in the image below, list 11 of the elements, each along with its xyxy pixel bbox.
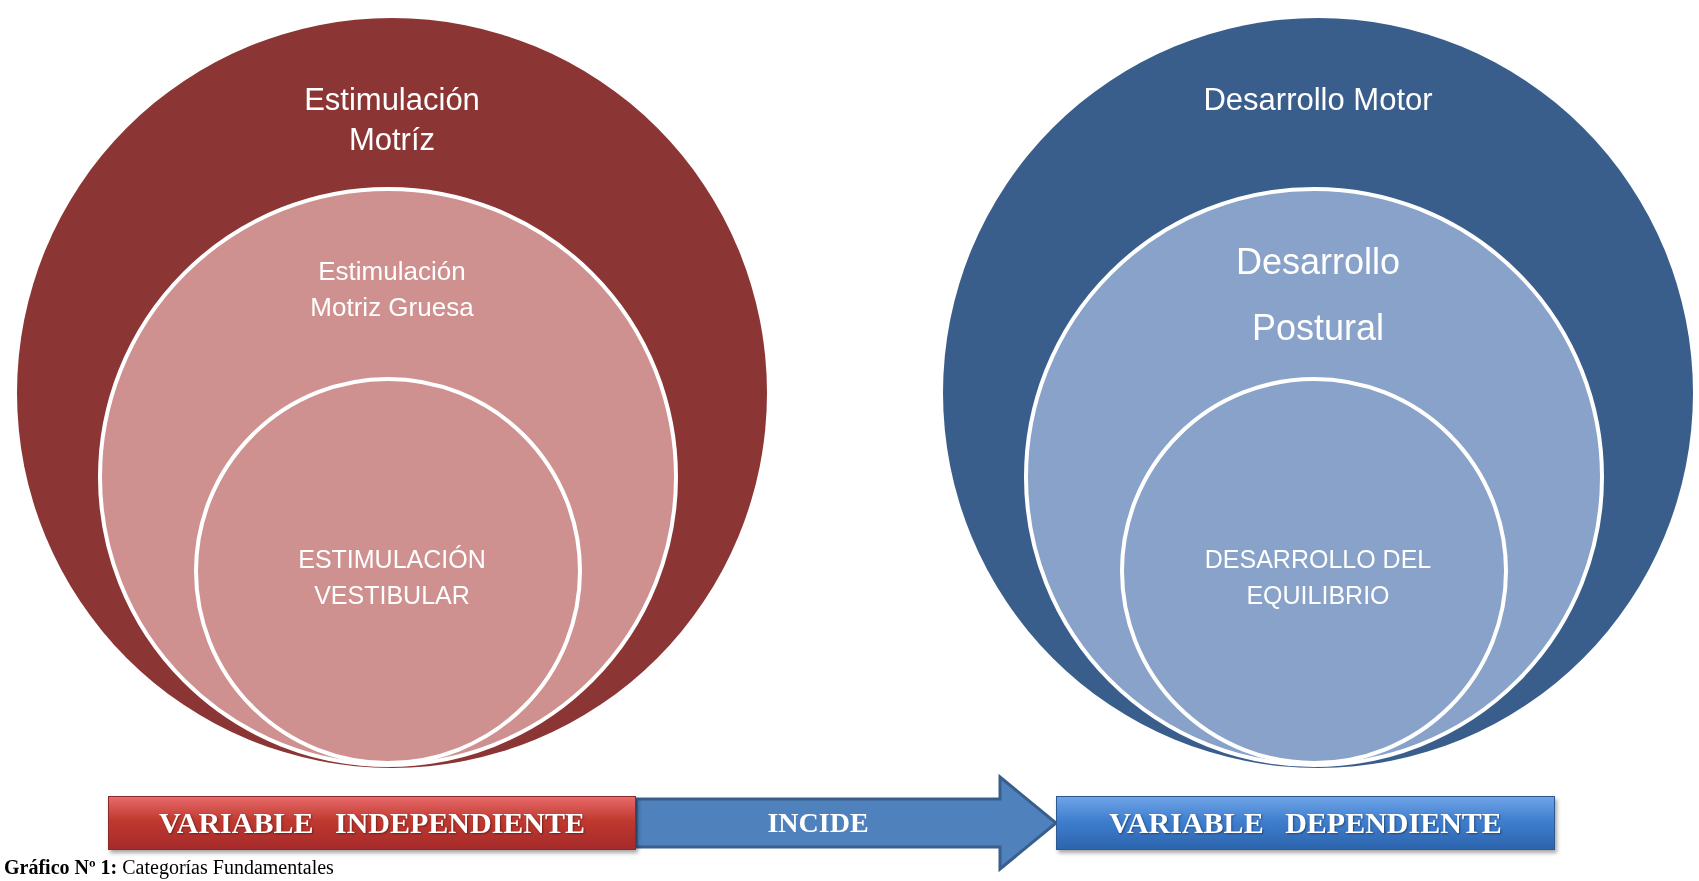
circle-label: Estimulación Motriz Gruesa (309, 255, 475, 324)
block-arrow (634, 773, 1059, 873)
circle-label: ESTIMULACIÓN VESTIBULAR (297, 544, 487, 611)
circle-title: Estimulación Motríz (303, 81, 481, 159)
circle-title: Desarrollo Motor (1202, 81, 1434, 119)
figure-caption: Gráfico Nº 1: Categorías Fundamentales (4, 856, 334, 879)
variable-banner: VARIABLE DEPENDIENTE (1056, 796, 1555, 850)
variable-banner: VARIABLE INDEPENDIENTE (108, 796, 636, 850)
edge-label: INCIDE (766, 806, 870, 840)
circle-label: Desarrollo Postural (1234, 240, 1402, 350)
circle-label: DESARROLLO DEL EQUILIBRIO (1203, 544, 1433, 611)
